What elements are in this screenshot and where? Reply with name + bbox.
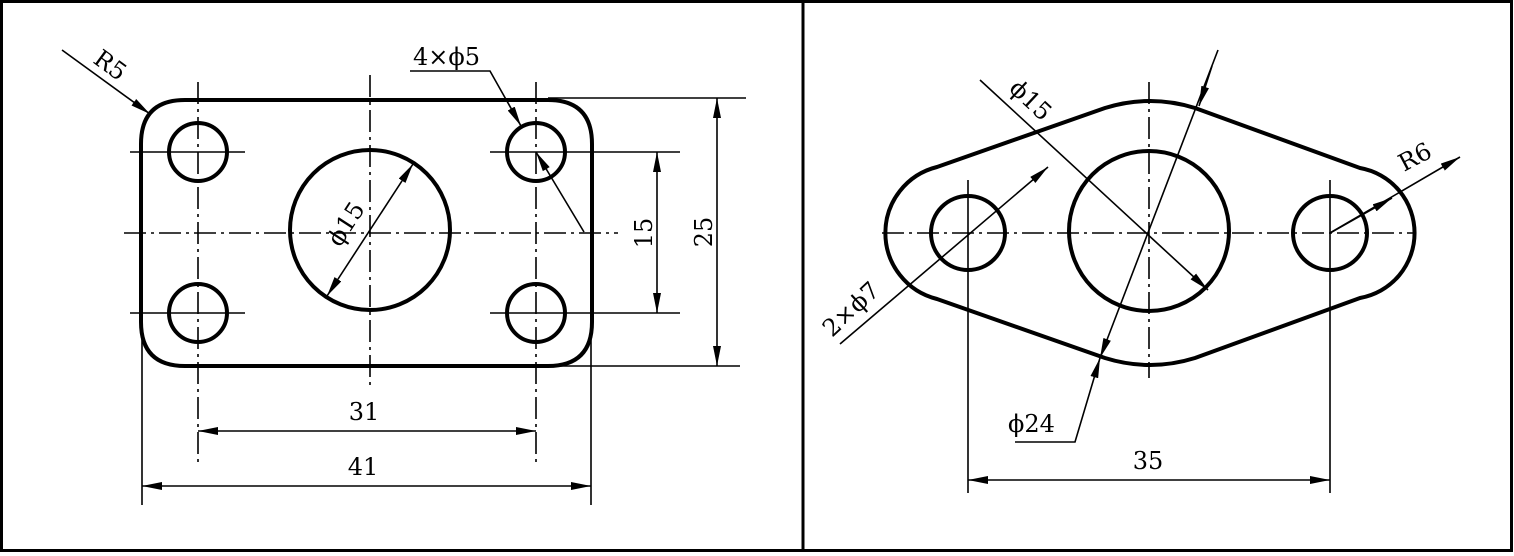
- right-boss-arrow-top: [1198, 65, 1213, 107]
- right-boss-diameter-line: [1099, 49, 1219, 359]
- left-dim-31-label: 31: [349, 398, 380, 426]
- left-holes-leader: [410, 70, 522, 127]
- right-holes-leader: [839, 166, 1049, 345]
- left-dim-25-label: 25: [690, 217, 718, 248]
- left-holes-label: 4×ϕ5: [413, 43, 480, 71]
- left-r5-label: R5: [88, 44, 131, 86]
- right-part-view: 35 ϕ15 ϕ24 2×ϕ7 R6: [817, 49, 1461, 493]
- right-center-hole-label: ϕ15: [1004, 74, 1057, 126]
- right-dim-35-label: 35: [1133, 447, 1164, 475]
- left-dim-41-label: 41: [348, 453, 379, 481]
- right-boss-label: ϕ24: [1008, 410, 1055, 438]
- left-part-view: 15 25 31 41 R5 4×ϕ5 ϕ15: [61, 43, 746, 505]
- left-center-hole-label: ϕ15: [322, 197, 371, 252]
- right-center-hole-leader: [979, 79, 1209, 291]
- right-r6-arrow: [1329, 197, 1393, 234]
- left-r5-leader: [61, 49, 151, 115]
- left-center-hole-diameter-line: [326, 163, 414, 297]
- right-boss-leader: [1015, 357, 1101, 443]
- left-hole-radius-leader: [535, 151, 585, 233]
- right-r6-label: R6: [1394, 137, 1437, 177]
- left-dim-15-label: 15: [630, 218, 658, 249]
- right-holes-label: 2×ϕ7: [817, 276, 885, 342]
